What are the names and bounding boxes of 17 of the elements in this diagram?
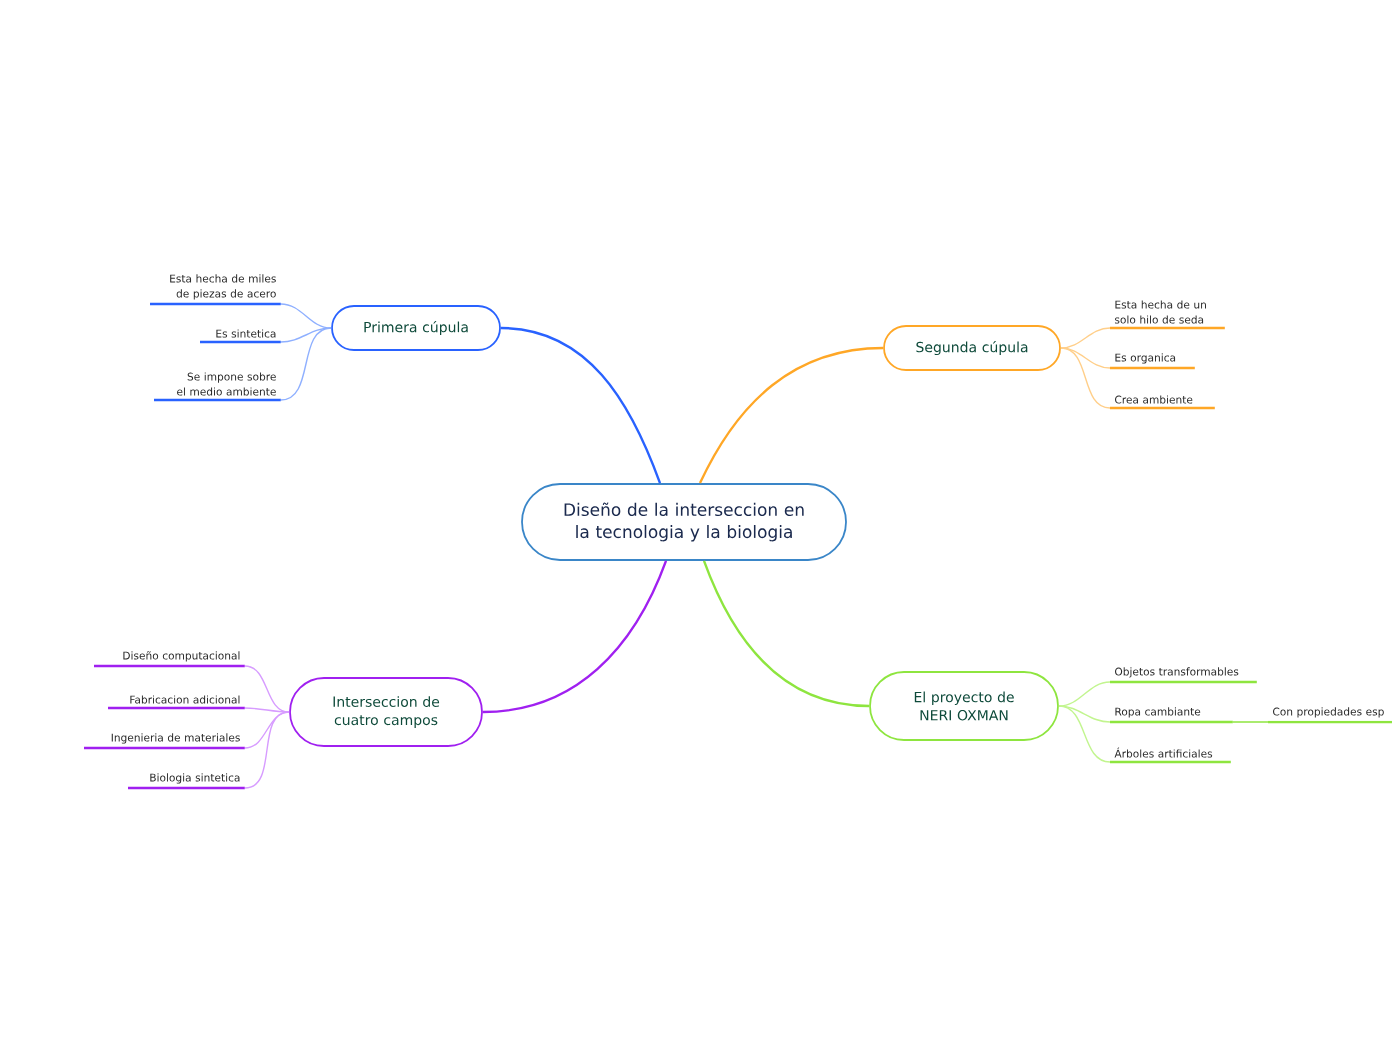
connector bbox=[1060, 347, 1111, 409]
connector bbox=[244, 711, 290, 749]
connector bbox=[244, 665, 290, 713]
connector bbox=[1058, 681, 1111, 707]
connector bbox=[280, 327, 332, 343]
connector bbox=[1232, 721, 1269, 723]
connector bbox=[244, 707, 290, 713]
connector bbox=[482, 560, 668, 714]
connector bbox=[280, 327, 332, 401]
connector bbox=[698, 346, 884, 484]
connector bbox=[500, 326, 662, 484]
connector bbox=[702, 560, 870, 708]
connector bbox=[1058, 705, 1111, 763]
connector bbox=[280, 303, 332, 329]
central-topic-box: Diseño de la interseccion en la tecnologia y la biologia bbox=[521, 483, 847, 561]
connector bbox=[1060, 327, 1111, 349]
connector bbox=[244, 711, 290, 789]
